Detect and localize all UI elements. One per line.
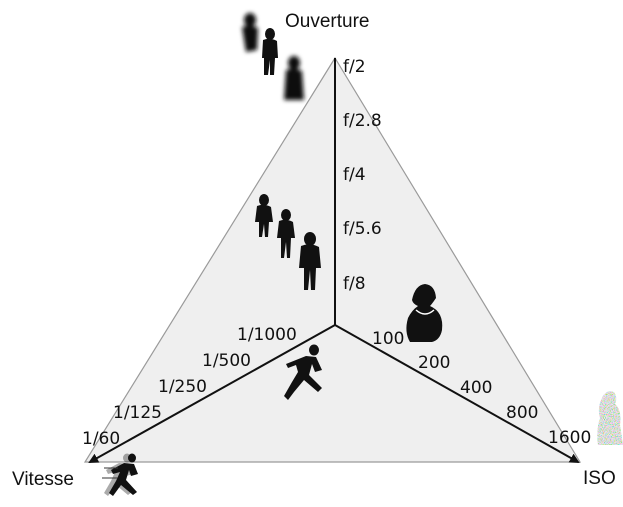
shutter-axis: [88, 324, 336, 463]
woman-portrait-icon: [406, 284, 443, 342]
shutter-axis-title: Vitesse: [12, 469, 74, 490]
aperture-tick: f/2: [343, 57, 366, 77]
walking-people-sharp-icon: [255, 194, 321, 290]
iso-tick: 800: [506, 403, 538, 423]
noisy-figure-icon: [597, 391, 623, 445]
walking-people-blurred-icon: [242, 13, 304, 100]
iso-tick: 200: [418, 353, 450, 373]
aperture-tick: f/2.8: [343, 111, 382, 131]
aperture-tick: f/5.6: [343, 219, 382, 239]
shutter-tick: 1/1000: [237, 325, 297, 345]
runner-frozen-icon: [284, 344, 322, 400]
shutter-tick: 1/60: [82, 429, 120, 449]
aperture-tick: f/8: [343, 274, 366, 294]
iso-tick: 400: [460, 378, 492, 398]
iso-axis-title: ISO: [583, 468, 616, 489]
iso-tick: 100: [372, 329, 404, 349]
iso-tick: 1600: [548, 428, 591, 448]
exposure-triangle: [83, 56, 582, 463]
shutter-tick: 1/125: [113, 403, 162, 423]
runner-blurred-icon: [102, 453, 138, 496]
shutter-tick: 1/500: [202, 351, 251, 371]
aperture-axis-title: Ouverture: [285, 11, 369, 32]
shutter-tick: 1/250: [158, 377, 207, 397]
aperture-tick: f/4: [343, 165, 366, 185]
iso-axis: [334, 324, 580, 463]
